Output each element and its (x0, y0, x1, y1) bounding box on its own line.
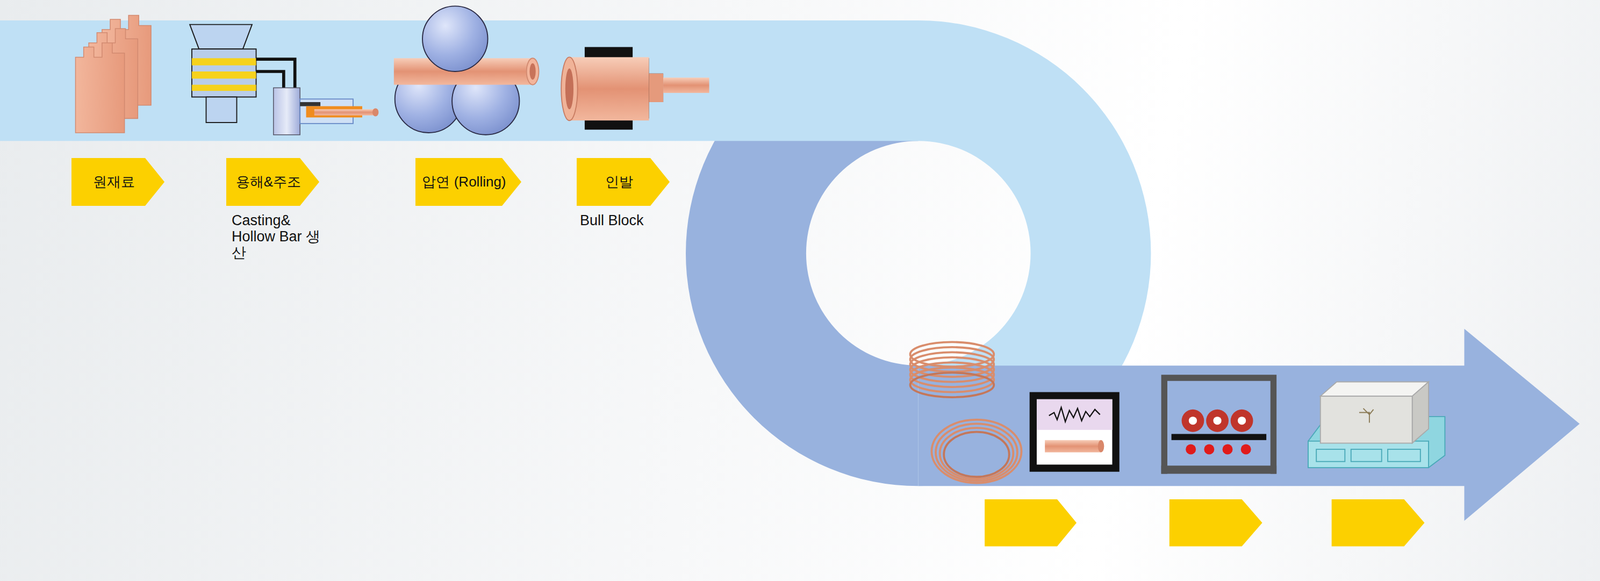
copper-coils-part (910, 367, 995, 393)
inspection-monitor-part (1036, 399, 1112, 430)
step-tag: 인발Bull Block (576, 158, 670, 206)
copper-coils-part (931, 419, 1022, 484)
step-tag: 원재료 (71, 158, 165, 206)
bull-block (561, 46, 709, 130)
annealing-furnace-part (1188, 416, 1197, 425)
step-label: 인발 (576, 158, 670, 206)
annealing-furnace-part (1240, 443, 1252, 455)
casting-furnace-part (206, 96, 238, 123)
copper-coils (910, 341, 1022, 483)
casting-furnace-part (191, 71, 257, 79)
rolling-mill-part (422, 5, 489, 72)
copper-coils-part (935, 423, 1018, 481)
annealing-furnace (1161, 377, 1277, 475)
annealing-furnace-part (1181, 409, 1205, 433)
bull-block-part (565, 68, 574, 110)
annealing-furnace-part (1203, 443, 1215, 455)
rolling-mill (393, 5, 540, 135)
casting-furnace-part (191, 58, 257, 66)
annealing-furnace-part (1206, 409, 1229, 433)
annealing-furnace-part (1230, 409, 1254, 433)
step-tag: 압연 (Rolling) (415, 158, 522, 206)
annealing-furnace-part (1185, 443, 1196, 455)
annealing-furnace-part (1161, 465, 1277, 474)
annealing-furnace-part (1164, 377, 1274, 475)
inspection-monitor (1029, 392, 1120, 472)
rolling-mill-part (529, 63, 536, 80)
casting-furnace-part (189, 24, 253, 50)
step-tag-part (1169, 499, 1263, 547)
bull-block-part (569, 56, 649, 121)
casting-furnace-part (191, 84, 257, 91)
packing-box-part (1308, 441, 1429, 468)
inspection-monitor-part (1029, 392, 1120, 472)
inspection-monitor-part (1044, 440, 1101, 453)
packing-box-part (1412, 382, 1429, 444)
step-label: 원재료 (71, 158, 165, 206)
copper-ingots (75, 15, 151, 133)
tag-arrow (226, 158, 320, 206)
annealing-furnace-part (1213, 416, 1222, 425)
inspection-monitor-part (1049, 407, 1101, 422)
casting-furnace (189, 24, 379, 135)
copper-coils-part (940, 427, 1014, 479)
inspection-monitor-part (1036, 399, 1112, 465)
packing-box-part (1320, 382, 1429, 397)
tag-arrow (576, 158, 670, 206)
step-tag-part (984, 499, 1077, 547)
step-tag: 용해&주조Casting& Hollow Bar 생산 (226, 158, 320, 206)
inspection-monitor-part (1098, 440, 1104, 453)
step-label: 용해&주조 (226, 158, 320, 206)
rolling-mill-part (526, 58, 540, 85)
packing-box-part (1316, 449, 1345, 462)
copper-coils-part (910, 372, 995, 398)
packing-box-part (1387, 449, 1421, 462)
flow-ribbon-part (918, 328, 1580, 521)
packing-box-part (1359, 408, 1374, 423)
bull-block-part (663, 77, 709, 93)
bull-block-part (561, 56, 578, 121)
casting-furnace-part (191, 48, 257, 97)
packing-box (1308, 382, 1445, 469)
annealing-furnace-part (1237, 416, 1246, 425)
step-caption: Bull Block (579, 212, 709, 229)
step-caption: Casting& Hollow Bar 생산 (231, 212, 335, 262)
tag-arrow (415, 158, 522, 206)
casting-furnace-part (314, 109, 378, 116)
casting-furnace-part (273, 87, 300, 135)
copper-coils-part (910, 357, 995, 383)
copper-coils-part (943, 432, 1010, 478)
tag-arrow (71, 158, 165, 206)
step-label: 압연 (Rolling) (415, 158, 522, 206)
annealing-furnace-part (1171, 433, 1267, 440)
casting-furnace-part (372, 108, 379, 117)
packing-box-part (1320, 396, 1413, 443)
packing-box-part (1351, 449, 1382, 462)
step-tag-part (1331, 499, 1425, 547)
copper-coils-part (910, 362, 995, 387)
annealing-furnace-part (1222, 443, 1233, 455)
step-tag (984, 499, 1425, 547)
bull-block-part (649, 73, 664, 103)
flow-ribbon (0, 20, 1580, 521)
casting-furnace-part (256, 59, 296, 88)
copper-ingots-part (75, 42, 125, 133)
casting-furnace-part (299, 102, 321, 107)
